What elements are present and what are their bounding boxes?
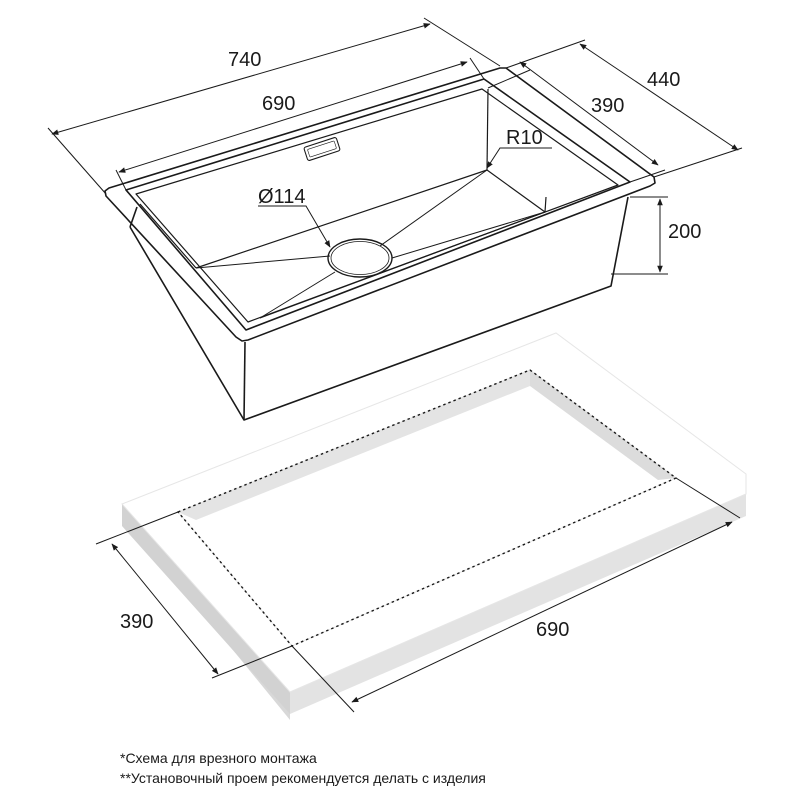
label-bowl-width: 690 [262,93,295,115]
cutout-dimension-labels: 390 690 [120,611,569,641]
note-cutout-recommendation: **Установочный проем рекомендуется делат… [120,770,486,786]
label-drain-diameter: Ø114 [258,186,305,208]
countertop-front-face-right [290,494,746,714]
label-cutout-width: 690 [536,619,569,641]
label-overall-depth: 440 [647,69,680,91]
leader-d114 [258,205,331,248]
label-height: 200 [668,221,701,243]
dim-line-cutout-690 [351,521,733,703]
cutout-inner-wall-back [178,370,530,520]
sink-dimension-labels: 740 690 440 390 200 R10 Ø114 [228,49,701,243]
dim-line-740 [51,23,431,135]
sink-body [129,196,629,421]
note-installation-type: *Схема для врезного монтажа [120,750,317,766]
dim-line-390 [519,61,659,166]
drain-hole [327,238,393,278]
countertop-left-face [122,504,290,714]
label-cutout-depth: 390 [120,611,153,633]
drain-groove-lines [195,169,546,319]
dim-line-cutout-390 [111,543,219,675]
countertop-drawing [121,332,747,720]
label-corner-radius: R10 [506,127,543,149]
sink-bowl-floor [195,169,546,319]
sink-rim-inner [125,78,631,331]
sink-rim-outer [104,67,656,342]
cutout-dimensions [95,477,741,713]
label-overall-width: 740 [228,49,261,71]
sink-dimensions [47,17,743,275]
leader-r10 [486,147,552,169]
label-bowl-depth: 390 [591,95,624,117]
dim-line-690 [118,61,468,173]
